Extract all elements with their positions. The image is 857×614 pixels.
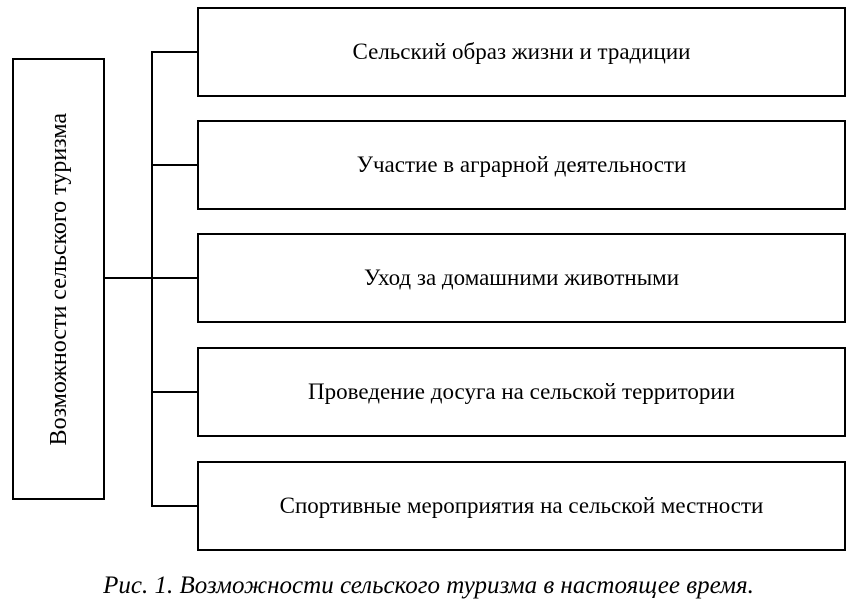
connector-branch-3-root-stem <box>103 277 199 279</box>
figure-caption: Рис. 1. Возможности сельского туризма в … <box>103 572 754 599</box>
connector-branch-2 <box>151 164 199 166</box>
node-label: Сельский образ жизни и традиции <box>352 39 691 64</box>
node-label: Спортивные мероприятия на сельской местн… <box>279 493 764 518</box>
root-node-rural-tourism-possibilities: Возможности сельского туризма <box>12 58 105 500</box>
node-rural-lifestyle-traditions: Сельский образ жизни и традиции <box>197 7 846 97</box>
node-label: Участие в аграрной деятельности <box>356 152 687 177</box>
root-node-label: Возможности сельского туризма <box>45 112 72 446</box>
node-agrarian-activity-participation: Участие в аграрной деятельности <box>197 120 846 210</box>
node-domestic-animal-care: Уход за домашними животными <box>197 233 846 323</box>
connector-branch-5 <box>151 505 199 507</box>
connector-branch-1 <box>151 51 199 53</box>
node-sport-events-rural-area: Спортивные мероприятия на сельской местн… <box>197 461 846 551</box>
connector-trunk <box>151 51 153 507</box>
node-label: Проведение досуга на сельской территории <box>308 379 735 404</box>
node-leisure-rural-territory: Проведение досуга на сельской территории <box>197 347 846 437</box>
connector-branch-4 <box>151 391 199 393</box>
node-label: Уход за домашними животными <box>363 265 680 290</box>
